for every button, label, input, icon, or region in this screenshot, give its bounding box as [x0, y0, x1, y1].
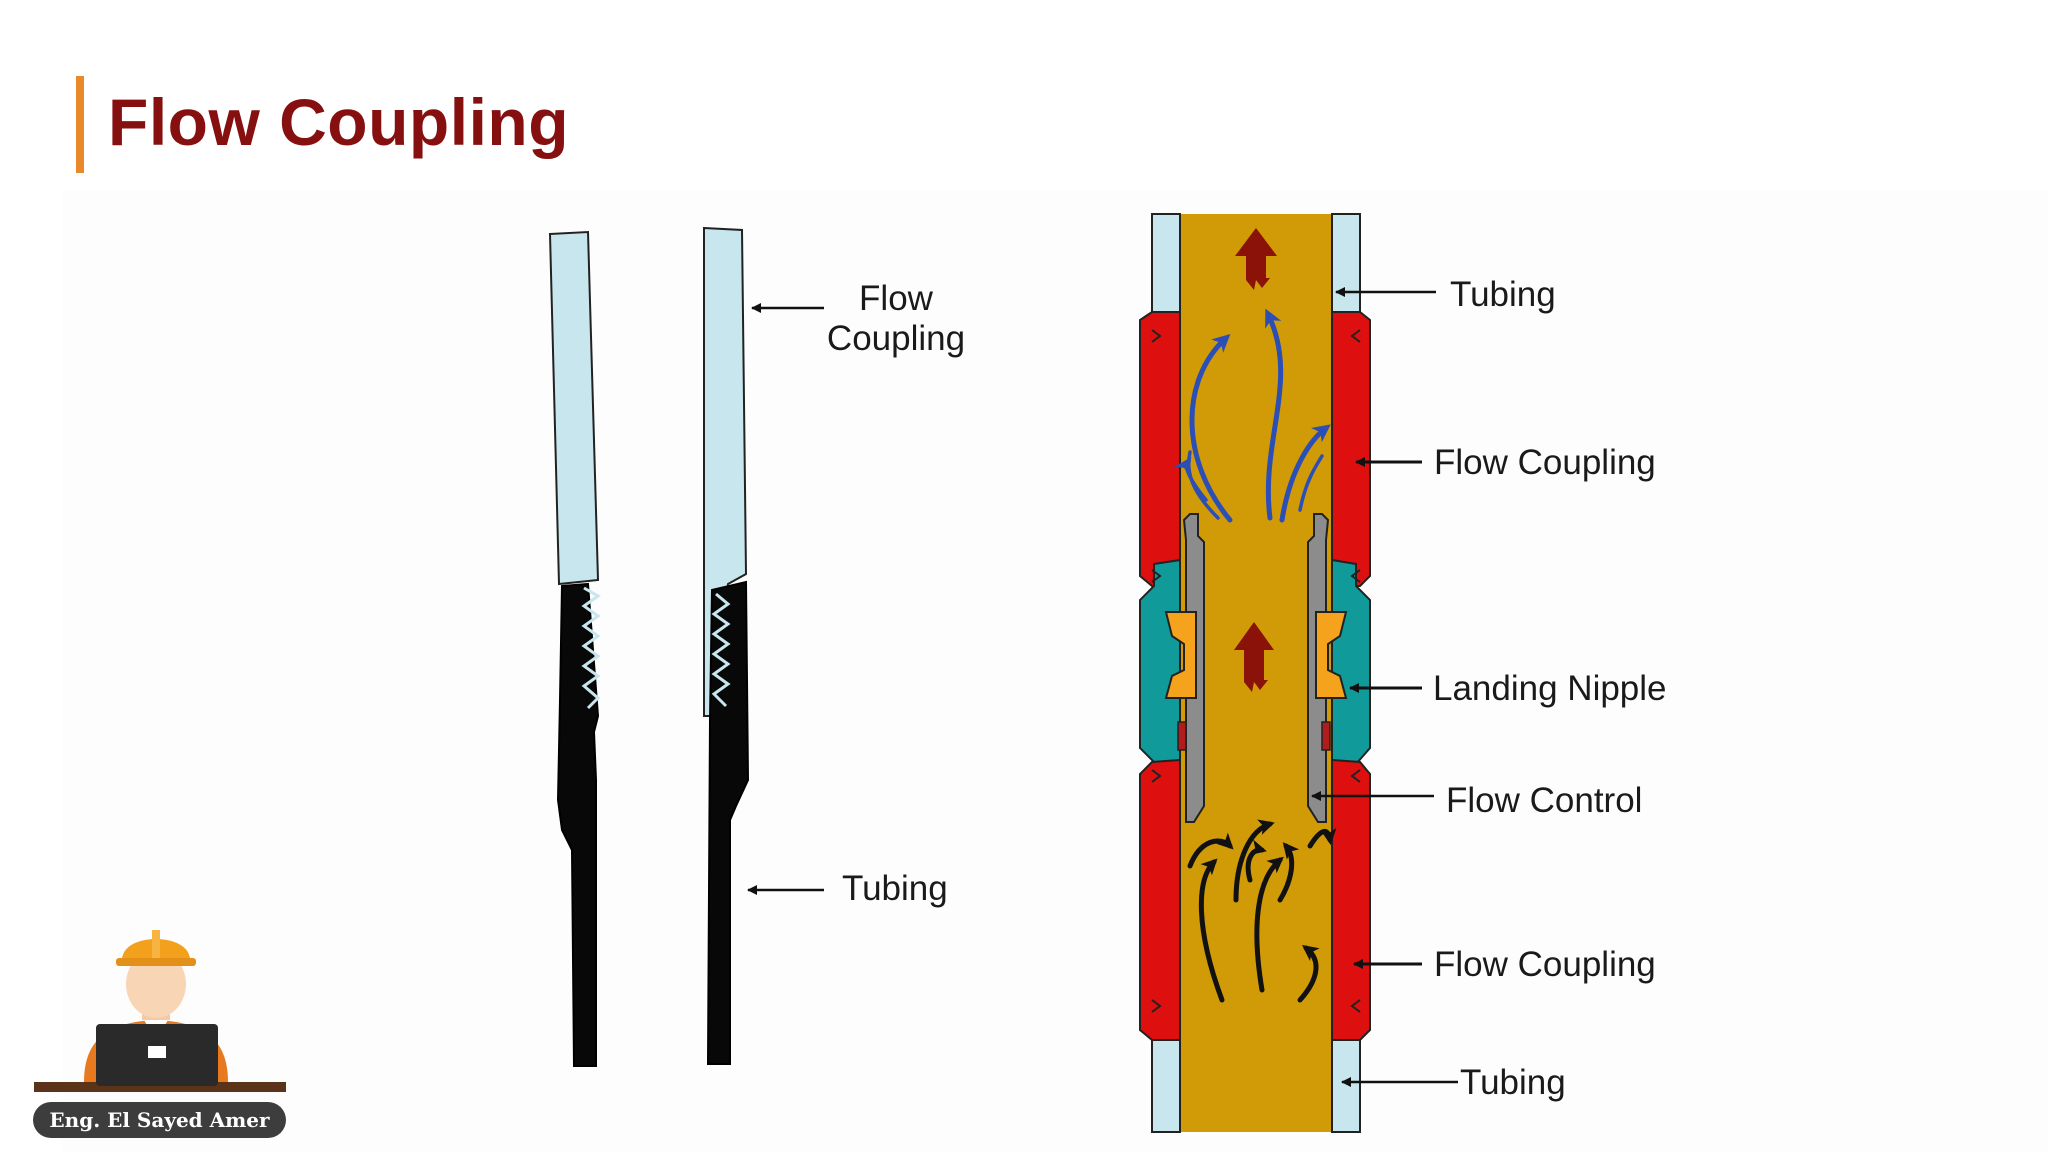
up-arrow-icon [1234, 622, 1274, 692]
flow-coupling-lower-left [1139, 758, 1181, 1041]
seal-left [1177, 721, 1187, 751]
label-landing-nipple: Landing Nipple [1433, 669, 1667, 708]
turbulence-arrow-icon [1187, 819, 1337, 1003]
label-tubing-left: Tubing [842, 869, 948, 908]
slide-background [63, 190, 2048, 1152]
latch-key-right [1315, 611, 1348, 699]
flow-coupling-upper-right [1331, 311, 1371, 587]
left-cross-section [548, 226, 750, 1067]
page-title: Flow Coupling [108, 85, 570, 159]
label-coupling-line2: Coupling [827, 319, 965, 358]
label-flow-coupling-bottom: Flow Coupling [1434, 945, 1656, 984]
right-assembly [1139, 213, 1371, 1133]
left-wall-coupling [548, 230, 600, 586]
seal-right [1321, 721, 1331, 751]
flow-coupling-upper-left [1139, 311, 1181, 587]
label-tubing-top: Tubing [1450, 275, 1556, 314]
right-wall-tubing [706, 580, 750, 1065]
label-flow-coupling-top: Flow Coupling [1434, 443, 1656, 482]
right-thread [711, 592, 731, 708]
left-wall-tubing [556, 582, 600, 1067]
label-tubing-bottom: Tubing [1460, 1063, 1566, 1102]
landing-nipple-right [1331, 558, 1371, 768]
left-thread [581, 586, 601, 710]
thread-marks [1151, 329, 1361, 1013]
latch-key-left [1164, 611, 1197, 699]
up-arrow-icon [1235, 228, 1277, 290]
flow-coupling-lower-right [1331, 758, 1371, 1041]
flow-arrow-icon [1173, 308, 1331, 523]
label-flow-line1: Flow [859, 279, 934, 318]
laptop-icon [96, 1024, 218, 1086]
label-flow-control: Flow Control [1446, 781, 1642, 820]
landing-nipple-left [1139, 558, 1181, 768]
author-badge: Eng. El Sayed Amer [33, 1102, 286, 1138]
title-accent-bar [76, 76, 84, 173]
